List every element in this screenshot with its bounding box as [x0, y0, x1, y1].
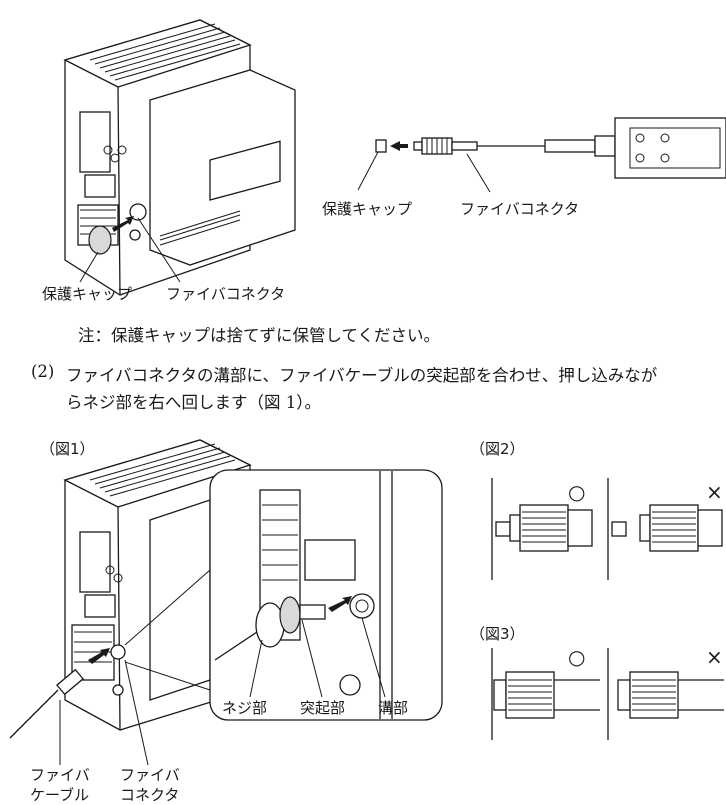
label-fiber-cable-1: ファイバ	[30, 766, 90, 784]
figure-2-ng-mark: ×	[706, 480, 723, 504]
figure-2-ok-mark: ○	[568, 480, 586, 504]
label-protective-cap-right: 保護キャップ	[322, 200, 413, 218]
figure-3-ok-mark: ○	[568, 645, 586, 669]
storage-note: 注：保護キャップは捨てずに保管してください。	[78, 326, 441, 345]
figure-3-ng-mark: ×	[706, 645, 723, 669]
label-fiber-connector-1: ファイバ	[120, 766, 180, 784]
label-fiber-connector-2: コネクタ	[120, 786, 180, 804]
label-protective-cap-left: 保護キャップ	[42, 285, 133, 303]
figure-3-tag: （図3）	[470, 625, 525, 643]
label-fiber-connector-right: ファイバコネクタ	[460, 200, 580, 218]
label-screw-part: ネジ部	[222, 699, 268, 717]
label-fiber-connector-left: ファイバコネクタ	[166, 285, 286, 303]
step-2-text-line-2: らネジ部を右へ回します（図 1）。	[66, 393, 321, 412]
label-groove: 溝部	[378, 699, 409, 717]
label-fiber-cable-2: ケーブル	[30, 786, 90, 804]
label-protrusion: 突起部	[300, 699, 346, 717]
step-2-number: (2)	[31, 362, 55, 381]
figure-2-tag: （図2）	[470, 440, 525, 458]
figure-1-tag: （図1）	[40, 440, 95, 458]
step-2-text-line-1: ファイバコネクタの溝部に、ファイバケーブルの突起部を合わせ、押し込みなが	[66, 366, 658, 385]
